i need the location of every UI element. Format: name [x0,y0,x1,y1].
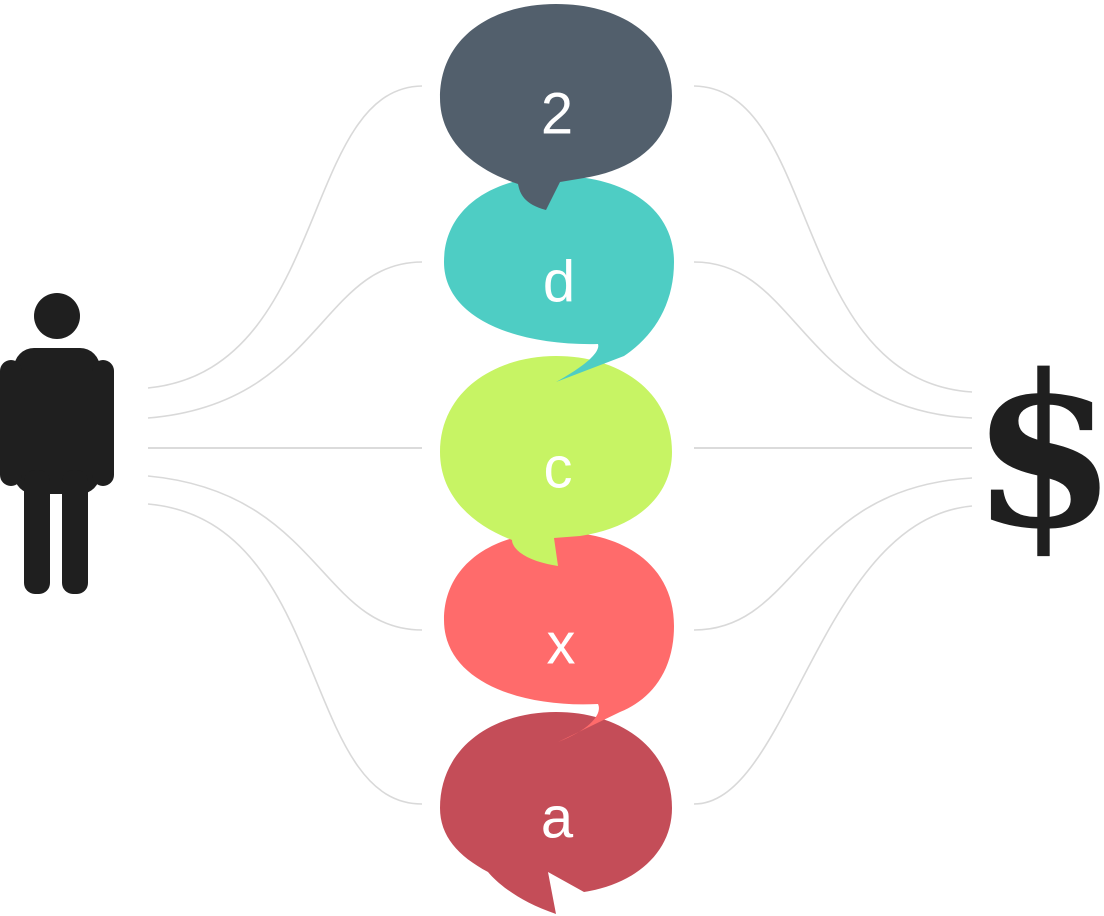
dollar-icon: $ [971,329,1104,576]
connector-right-d [693,261,973,419]
bubble-2-label: 2 [541,82,573,147]
connector-left-2 [147,85,423,389]
connector-left-x [147,475,423,631]
connector-right-2 [693,85,973,393]
bubble-x-label: x [547,612,576,677]
bubble-x-shape [444,532,674,742]
bubble-d-shape [444,176,674,382]
bubble-d: d [444,176,674,382]
bubble-2-shape [440,4,672,210]
bubble-2: 2 [440,4,672,210]
bubble-x: x [444,532,674,742]
left-connectors [147,85,423,805]
bubble-c-label: c [544,436,573,501]
bubble-a-label: a [541,786,574,851]
person-icon [0,293,114,594]
bubble-c: c [440,356,672,566]
connector-right-x [693,477,973,631]
right-connectors [693,85,973,805]
bubble-d-label: d [543,250,575,315]
bubble-c-shape [440,356,672,566]
connector-left-d [147,261,423,419]
bubble-a: a [440,712,672,914]
bubble-a-shape [440,712,672,914]
connector-right-a [693,505,973,805]
connector-left-a [147,503,423,805]
